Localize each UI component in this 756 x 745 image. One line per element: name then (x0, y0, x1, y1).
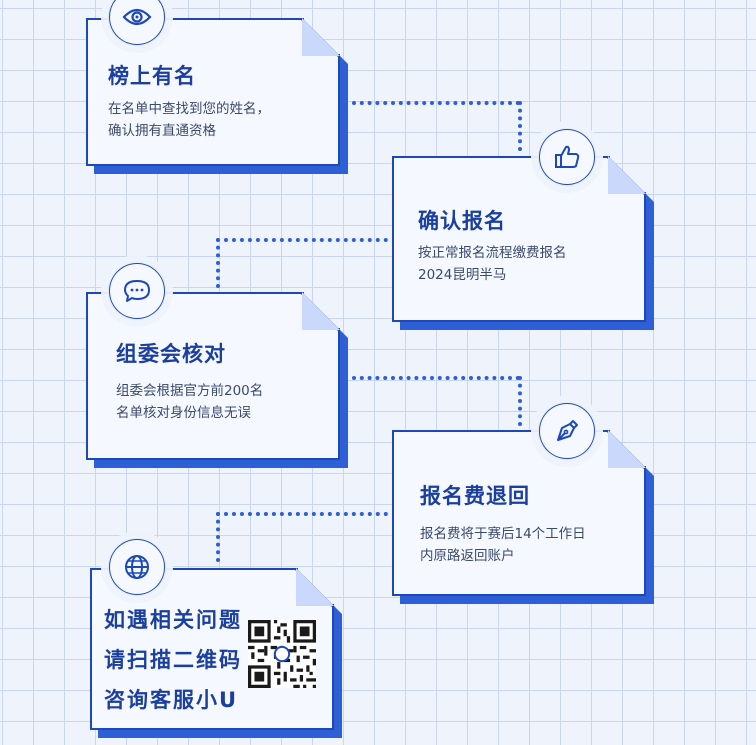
connector-4-horizontal (216, 512, 388, 516)
eye-icon (108, 0, 166, 46)
step-1-title: 榜上有名 (108, 64, 196, 88)
qr-code[interactable] (248, 620, 316, 688)
step-2-title: 确认报名 (418, 209, 506, 233)
connector-2-horizontal (216, 238, 388, 242)
step-1-desc-line-1: 在名单中查找到您的姓名， (108, 101, 270, 117)
step-4-desc-line-2: 内原路返回账户 (420, 548, 515, 564)
contact-line-2: 请扫描二维码 (104, 648, 242, 672)
step-card-3 (86, 292, 340, 460)
step-3-description: 组委会根据官方前200名 名单核对身份信息无误 (116, 380, 263, 424)
connector-3-vertical (518, 376, 522, 426)
thumbs-up-icon (538, 128, 596, 186)
step-1-description: 在名单中查找到您的姓名， 确认拥有直通资格 (108, 98, 270, 142)
connector-1-vertical (518, 101, 522, 151)
chat-bubble-icon (108, 262, 166, 320)
contact-line-1: 如遇相关问题 (104, 608, 242, 632)
step-card-2 (392, 156, 646, 322)
step-card-4 (392, 430, 646, 596)
contact-line-3: 咨询客服小U (104, 688, 239, 712)
step-4-desc-line-1: 报名费将于赛后14个工作日 (420, 526, 586, 542)
step-3-desc-line-1: 组委会根据官方前200名 (116, 383, 264, 399)
step-2-desc-line-1: 按正常报名流程缴费报名 (418, 245, 567, 261)
step-4-description: 报名费将于赛后14个工作日 内原路返回账户 (420, 523, 586, 567)
step-2-description: 按正常报名流程缴费报名 2024昆明半马 (418, 242, 567, 286)
globe-icon (108, 538, 166, 596)
connector-4-vertical (216, 512, 220, 562)
step-2-desc-line-2: 2024昆明半马 (418, 267, 507, 283)
step-1-desc-line-2: 确认拥有直通资格 (108, 123, 216, 139)
pen-nib-icon (538, 402, 596, 460)
connector-2-vertical (216, 238, 220, 288)
step-3-desc-line-2: 名单核对身份信息无误 (116, 405, 251, 421)
step-4-title: 报名费退回 (420, 484, 530, 508)
step-3-title: 组委会核对 (116, 342, 226, 366)
contact-text: 如遇相关问题 请扫描二维码 咨询客服小U (104, 600, 242, 720)
connector-3-horizontal (352, 376, 520, 380)
connector-1-horizontal (352, 101, 520, 105)
